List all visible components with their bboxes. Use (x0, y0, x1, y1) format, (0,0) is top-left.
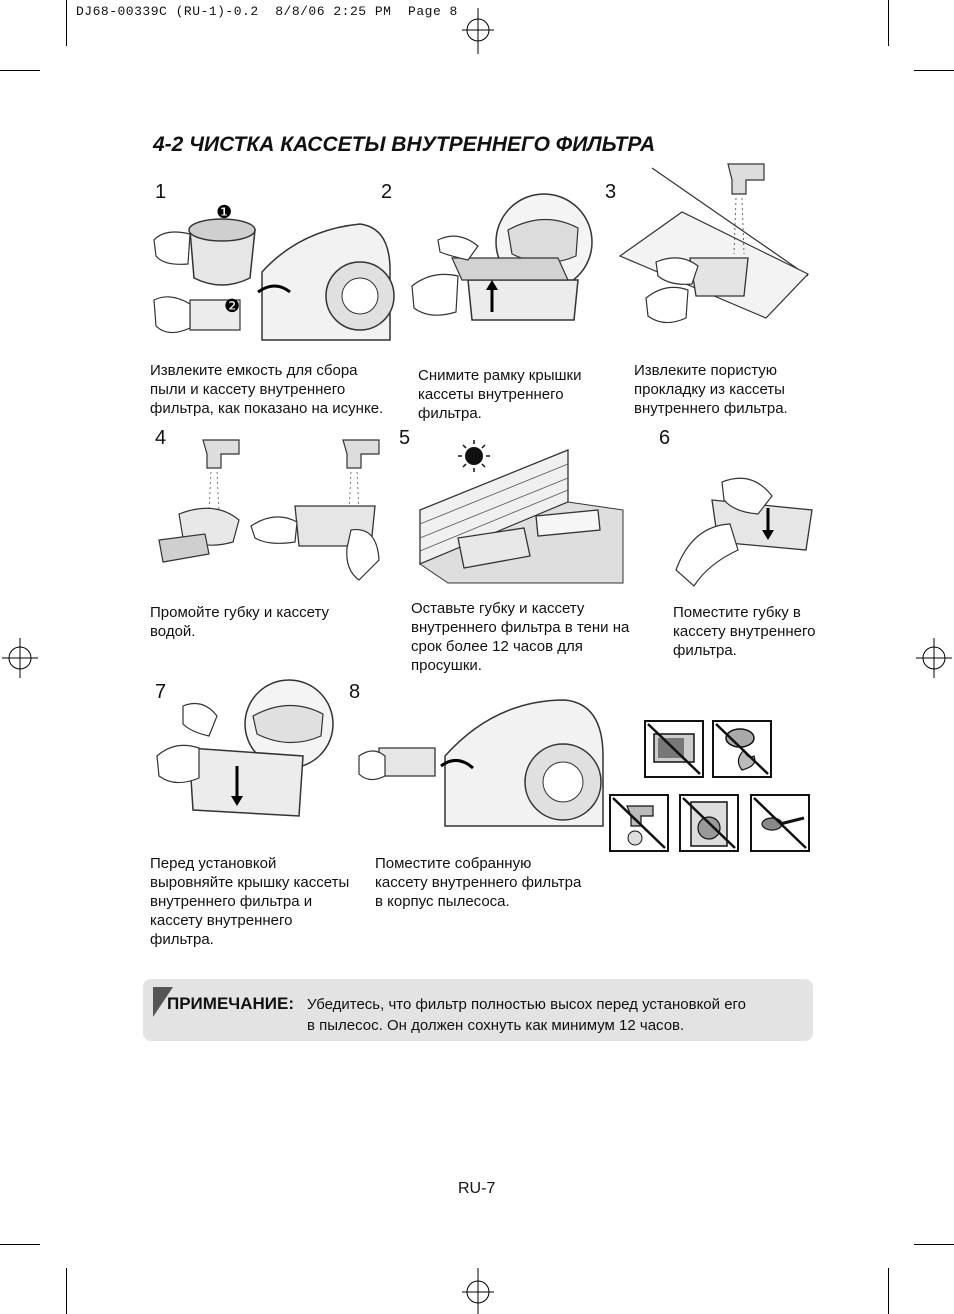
step-3-number: 3 (605, 181, 617, 203)
step-2-caption: Снимите рамку крышки кассеты внутреннего… (418, 367, 582, 422)
note-triangle-icon (153, 987, 173, 1017)
step-1-illustration: ❶ ❷ (153, 202, 395, 341)
no-hairdryer-fire-icon (712, 720, 772, 778)
marker-1: ❶ (216, 202, 232, 223)
step-6-number: 6 (659, 427, 671, 449)
step-7-number: 7 (155, 681, 167, 703)
step-5-caption: Оставьте губку и кассету внутреннего фил… (411, 600, 630, 674)
step-6-illustration (675, 477, 813, 587)
print-header: DJ68-00339C (RU-1)-0.2 8/8/06 2:25 PM Pa… (76, 4, 458, 19)
step-4-number: 4 (155, 427, 167, 449)
step-3-illustration (618, 163, 809, 324)
no-tap-water-icon (609, 794, 669, 852)
no-brush-icon (750, 794, 810, 852)
step-2-number: 2 (381, 181, 393, 203)
no-microwave-icon (644, 720, 704, 778)
step-8-number: 8 (349, 681, 361, 703)
page-number: RU-7 (458, 1180, 496, 1197)
note-text-line-2: в пылесос. Он должен сохнуть как минимум… (307, 1017, 685, 1034)
step-4-caption: Промойте губку и кассету водой. (150, 604, 330, 640)
note-text-line-1: Убедитесь, что фильтр полностью высох пе… (307, 996, 747, 1013)
step-8-illustration (358, 699, 604, 827)
note-box (143, 979, 813, 1041)
step-6-caption: Поместите губку в кассету внутреннего фи… (673, 604, 816, 659)
step-5-illustration (418, 440, 624, 584)
step-8-caption: Поместите собранную кассету внутреннего … (375, 855, 582, 910)
step-7-caption: Перед установкой выровняйте крышку кассе… (150, 855, 350, 948)
step-3-caption: Извлеките пористую прокладку из кассеты … (634, 362, 788, 417)
step-1-caption: Извлеките емкость для сбора пыли и кассе… (150, 362, 384, 417)
registration-mark-right (916, 638, 952, 678)
step-2-illustration (411, 193, 593, 321)
marker-2: ❷ (224, 296, 240, 317)
registration-mark-left (2, 638, 38, 678)
step-1-number: 1 (155, 181, 167, 203)
registration-mark-bottom (462, 1268, 494, 1314)
step-5-number: 5 (399, 427, 411, 449)
note-label: ПРИМЕЧАНИЕ: (167, 994, 294, 1013)
registration-mark-top (462, 8, 494, 54)
step-4-illustration (158, 439, 380, 581)
no-washing-machine-icon (679, 794, 739, 852)
step-7-illustration (156, 679, 334, 817)
section-title: 4-2 ЧИСТКА КАССЕТЫ ВНУТРЕННЕГО ФИЛЬТРА (153, 133, 656, 156)
